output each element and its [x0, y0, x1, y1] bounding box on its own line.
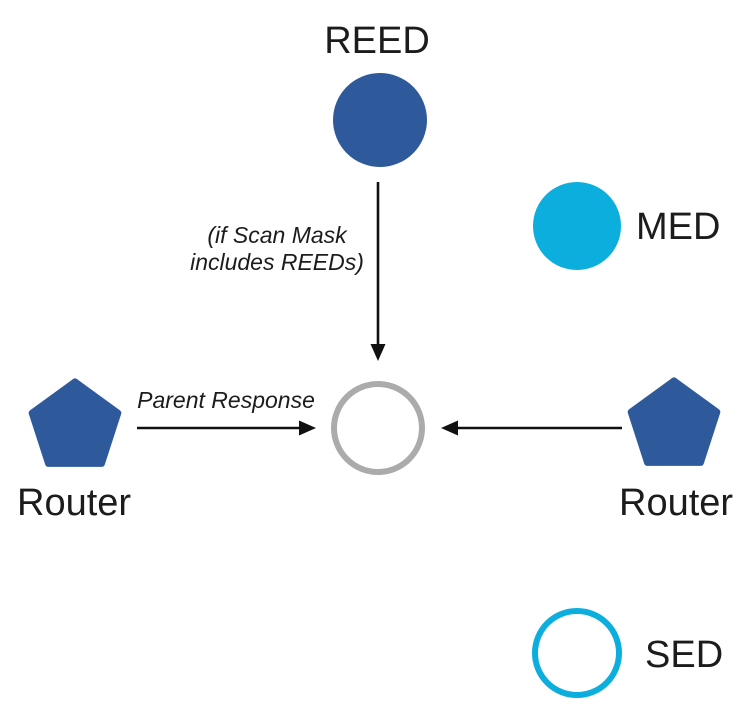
- router-left-pentagon-icon: [28, 378, 122, 467]
- med-node-label: MED: [636, 206, 721, 248]
- sed-node-label: SED: [645, 634, 724, 676]
- arrow-router-right-to-parent-head: [441, 420, 458, 436]
- reed-node-label: REED: [324, 20, 430, 62]
- router-right-pentagon-icon: [627, 377, 721, 466]
- parent-node-icon: [331, 381, 425, 475]
- reed-node-icon: [333, 73, 427, 167]
- scan-mask-annotation: (if Scan Mask includes REEDs): [190, 222, 364, 276]
- scan-mask-annotation-line2: includes REEDs): [190, 249, 364, 275]
- sed-node-icon: [532, 608, 622, 698]
- router-left-node-label: Router: [17, 482, 132, 524]
- parent-response-annotation: Parent Response: [137, 387, 315, 413]
- arrow-reed-to-parent-head: [370, 344, 386, 361]
- scan-mask-annotation-line1: (if Scan Mask: [207, 222, 347, 248]
- med-node-icon: [533, 182, 621, 270]
- arrow-router-left-to-parent-head: [299, 420, 316, 436]
- router-right-node-label: Router: [619, 482, 734, 524]
